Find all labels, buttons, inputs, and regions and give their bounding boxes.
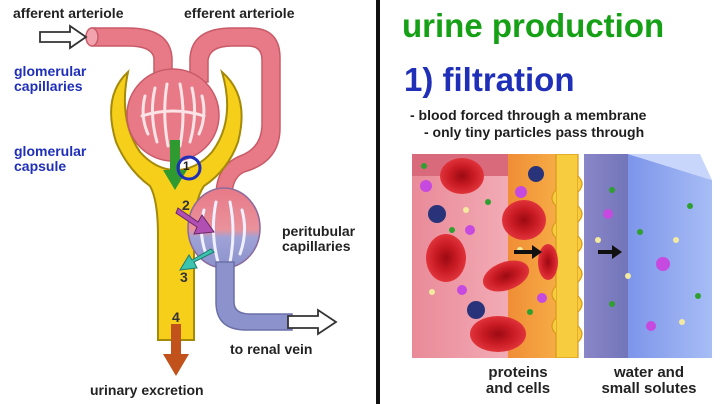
glomerular-capillaries-label-line-2: capillaries <box>14 78 83 95</box>
proteins-and-cells-caption: proteins and cells <box>478 364 558 398</box>
bullet-2: - only tiny particles pass through <box>424 124 645 140</box>
proteins <box>428 166 544 319</box>
bullet-1: - blood forced through a membrane <box>410 107 647 123</box>
proteins-caption-line-1: proteins <box>488 364 548 381</box>
small-solutes <box>420 163 701 331</box>
peritubular-capillaries-label-line-2: capillaries <box>282 238 351 255</box>
step-1-marker <box>176 155 202 181</box>
step-4-arrow <box>163 324 189 376</box>
proteins-caption-line-2: and cells <box>485 380 551 398</box>
water-caption-line-2: small solutes <box>601 380 697 398</box>
peritubular-capillaries-label: peritubular capillaries <box>282 223 356 255</box>
red-blood-cells <box>426 158 558 352</box>
step-2-label: 2 <box>182 197 190 213</box>
step-1-label: 1 <box>183 159 190 173</box>
to-renal-vein-label: to renal vein <box>230 341 313 357</box>
step-4-label: 4 <box>172 309 180 325</box>
glomerular-capsule <box>110 69 243 341</box>
filtration-membrane <box>555 154 579 358</box>
glomerular-capillaries-label-line-1: glomerular <box>14 63 87 79</box>
glomerular-capillaries-label: glomerular capillaries <box>14 63 87 95</box>
urinary-excretion-label: urinary excretion <box>90 382 204 398</box>
vein <box>215 261 293 331</box>
nephron <box>39 24 338 376</box>
afferent-inflow-arrow <box>39 24 88 50</box>
peritubular-capillaries-label-line-1: peritubular <box>282 223 356 239</box>
step-2-arrow <box>175 207 215 235</box>
divider <box>376 0 380 404</box>
water-and-small-solutes-caption: water and small solutes <box>586 364 712 398</box>
filtration-flow-arrows <box>514 245 622 259</box>
afferent-arteriole-label: afferent arteriole <box>13 5 124 21</box>
step-3-label: 3 <box>180 269 188 285</box>
glomerular-capsule-label: glomerular capsule <box>14 143 87 175</box>
glomerular-capsule-label-line-2: capsule <box>14 158 67 175</box>
slide-title: urine production <box>402 7 665 44</box>
step-3-arrow <box>179 248 215 271</box>
water-caption-line-1: water and <box>613 364 685 381</box>
glomerular-capsule-label-line-1: glomerular <box>14 143 87 159</box>
renal-vein-outflow-arrow <box>287 308 338 336</box>
section-heading: 1) filtration <box>404 61 575 98</box>
efferent-arteriole-label: efferent arteriole <box>184 5 295 21</box>
filtration-membrane-illustration <box>412 154 712 358</box>
